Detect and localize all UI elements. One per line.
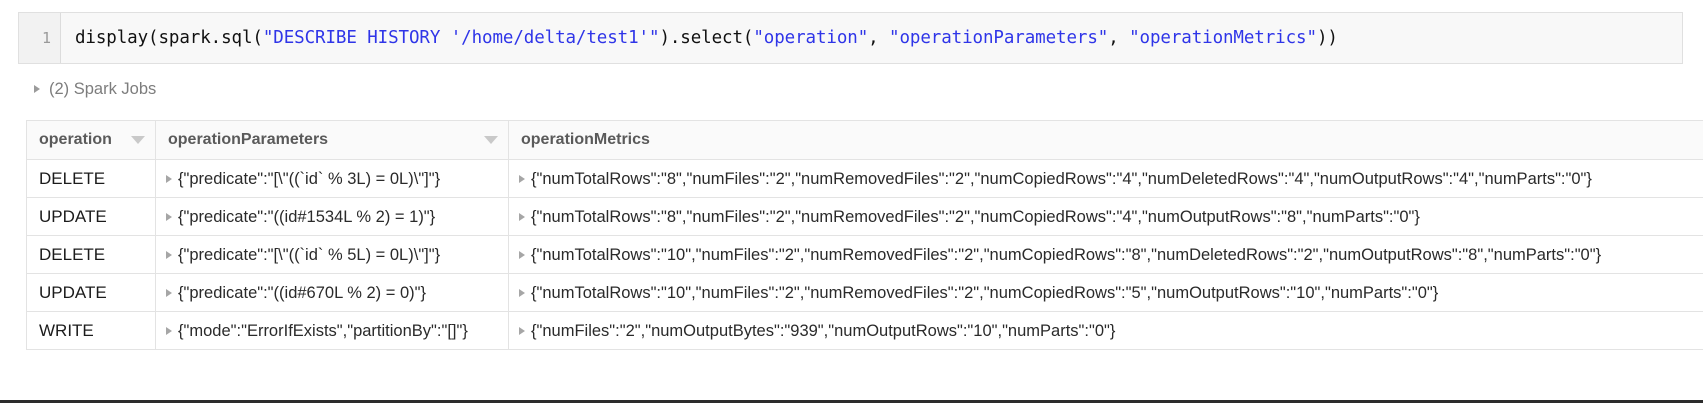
code-line: display(spark.sql("DESCRIBE HISTORY '/ho… (75, 28, 1338, 48)
operation-metrics-value: {"numTotalRows":"10","numFiles":"2","num… (531, 284, 1439, 302)
column-header-label: operation (39, 131, 112, 148)
expand-triangle-icon[interactable] (166, 289, 172, 297)
operation-parameters-value: {"predicate":"[\"((`id` % 3L) = 0L)\"]"} (178, 170, 441, 188)
operation-metrics-value: {"numTotalRows":"8","numFiles":"2","numR… (531, 170, 1592, 188)
cell-operation-metrics[interactable]: {"numTotalRows":"10","numFiles":"2","num… (508, 235, 1703, 274)
chevron-down-icon[interactable] (484, 136, 498, 144)
expand-triangle-icon[interactable] (519, 251, 525, 259)
operation-parameters-value: {"predicate":"[\"((`id` % 5L) = 0L)\"]"} (178, 246, 441, 264)
cell-operation: DELETE (26, 235, 156, 274)
results-table: operation operationParameters operationM… (26, 120, 1703, 350)
operation-metrics-value: {"numTotalRows":"8","numFiles":"2","numR… (531, 208, 1420, 226)
table-header: operation operationParameters operationM… (26, 120, 1703, 160)
expand-triangle-icon[interactable] (166, 175, 172, 183)
cell-operation: UPDATE (26, 273, 156, 312)
code-token-5: "operationParameters" (889, 28, 1109, 48)
operation-metrics-value: {"numTotalRows":"10","numFiles":"2","num… (531, 246, 1602, 264)
expand-triangle-icon[interactable] (519, 175, 525, 183)
code-token-3: "operation" (753, 28, 869, 48)
cell-operation: WRITE (26, 311, 156, 350)
cell-operation-metrics[interactable]: {"numFiles":"2","numOutputBytes":"939","… (508, 311, 1703, 350)
cell-operation-parameters[interactable]: {"predicate":"[\"((`id` % 3L) = 0L)\"]"} (155, 159, 509, 198)
spark-jobs-toggle[interactable]: (2) Spark Jobs (34, 78, 156, 100)
cell-operation: DELETE (26, 159, 156, 198)
code-token-6: , (1108, 28, 1130, 48)
code-token-0: display(spark.sql( (75, 28, 263, 48)
code-token-1: "DESCRIBE HISTORY '/home/delta/test1'" (262, 28, 660, 48)
expand-triangle-icon[interactable] (166, 327, 172, 335)
column-header-operation-parameters[interactable]: operationParameters (155, 120, 509, 160)
expand-triangle-icon[interactable] (519, 213, 525, 221)
cell-operation: UPDATE (26, 197, 156, 236)
code-token-8: )) (1316, 28, 1338, 48)
cell-operation-parameters[interactable]: {"predicate":"((id#670L % 2) = 0)"} (155, 273, 509, 312)
spark-jobs-label: (2) Spark Jobs (49, 79, 157, 98)
chevron-down-icon[interactable] (131, 136, 145, 144)
table-body: DELETE {"predicate":"[\"((`id` % 3L) = 0… (26, 159, 1703, 350)
cell-operation-metrics[interactable]: {"numTotalRows":"8","numFiles":"2","numR… (508, 197, 1703, 236)
operation-metrics-value: {"numFiles":"2","numOutputBytes":"939","… (531, 322, 1116, 340)
cell-operation-metrics[interactable]: {"numTotalRows":"8","numFiles":"2","numR… (508, 159, 1703, 198)
bottom-divider (0, 400, 1703, 403)
disclosure-triangle-icon[interactable] (34, 85, 40, 93)
operation-parameters-value: {"mode":"ErrorIfExists","partitionBy":"[… (178, 322, 468, 340)
table-row[interactable]: UPDATE {"predicate":"((id#1534L % 2) = 1… (26, 197, 1703, 236)
cell-operation-metrics[interactable]: {"numTotalRows":"10","numFiles":"2","num… (508, 273, 1703, 312)
line-number: 1 (41, 29, 51, 47)
table-header-row: operation operationParameters operationM… (26, 120, 1703, 160)
operation-value: UPDATE (39, 207, 107, 226)
table-row[interactable]: DELETE {"predicate":"[\"((`id` % 3L) = 0… (26, 159, 1703, 198)
expand-triangle-icon[interactable] (166, 213, 172, 221)
notebook-code-cell[interactable]: 1 display(spark.sql("DESCRIBE HISTORY '/… (18, 12, 1683, 64)
operation-parameters-value: {"predicate":"((id#670L % 2) = 0)"} (178, 284, 426, 302)
table-row[interactable]: WRITE {"mode":"ErrorIfExists","partition… (26, 311, 1703, 350)
expand-triangle-icon[interactable] (519, 289, 525, 297)
column-header-operation[interactable]: operation (26, 120, 156, 160)
expand-triangle-icon[interactable] (166, 251, 172, 259)
operation-value: WRITE (39, 321, 94, 340)
column-header-operation-metrics[interactable]: operationMetrics (508, 120, 1703, 160)
cell-operation-parameters[interactable]: {"mode":"ErrorIfExists","partitionBy":"[… (155, 311, 509, 350)
column-header-label: operationParameters (168, 131, 329, 148)
column-header-label: operationMetrics (521, 131, 650, 148)
operation-parameters-value: {"predicate":"((id#1534L % 2) = 1)"} (178, 208, 436, 226)
results-table-container[interactable]: operation operationParameters operationM… (26, 120, 1703, 370)
code-editor-area[interactable]: display(spark.sql("DESCRIBE HISTORY '/ho… (61, 13, 1682, 63)
cell-operation-parameters[interactable]: {"predicate":"((id#1534L % 2) = 1)"} (155, 197, 509, 236)
expand-triangle-icon[interactable] (519, 327, 525, 335)
operation-value: UPDATE (39, 283, 107, 302)
operation-value: DELETE (39, 169, 106, 188)
table-row[interactable]: UPDATE {"predicate":"((id#670L % 2) = 0)… (26, 273, 1703, 312)
code-token-2: ).select( (659, 28, 754, 48)
table-row[interactable]: DELETE {"predicate":"[\"((`id` % 5L) = 0… (26, 235, 1703, 274)
code-token-4: , (868, 28, 890, 48)
operation-value: DELETE (39, 245, 106, 264)
code-gutter: 1 (19, 13, 61, 63)
code-token-7: "operationMetrics" (1129, 28, 1317, 48)
cell-operation-parameters[interactable]: {"predicate":"[\"((`id` % 5L) = 0L)\"]"} (155, 235, 509, 274)
